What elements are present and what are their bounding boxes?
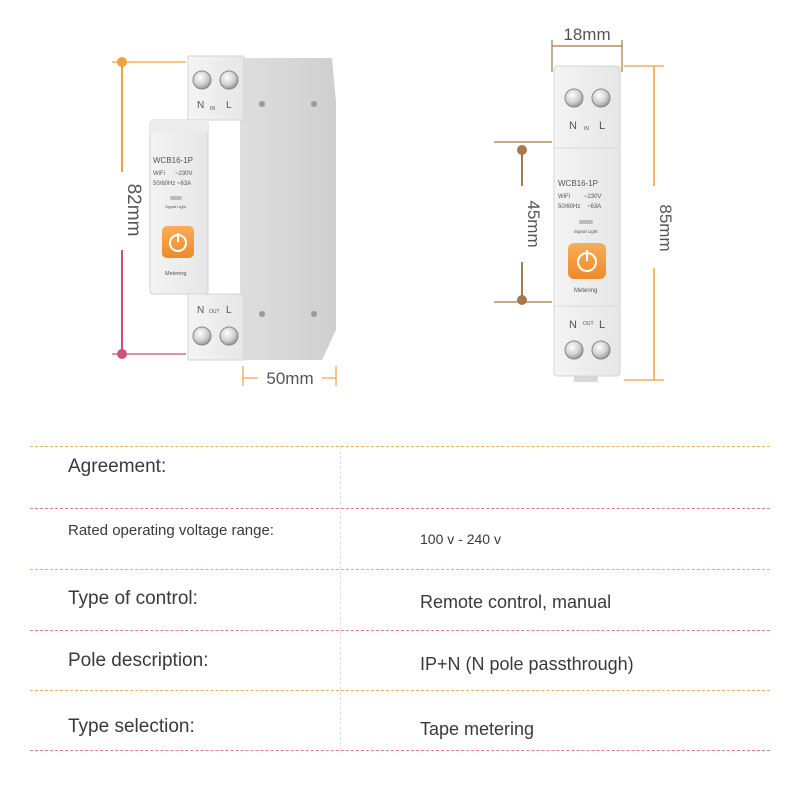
screw-icon	[591, 88, 611, 108]
device-left-bottom-block	[187, 293, 245, 361]
dimension-width-right: 18mm	[551, 25, 623, 72]
screw-icon	[192, 326, 212, 346]
signal-light-icon	[579, 220, 593, 224]
device-voltage: ~230V	[175, 171, 193, 177]
spec-value-pole: IP+N (N pole passthrough)	[420, 654, 634, 674]
svg-text:N: N	[197, 305, 204, 316]
table-rule	[30, 508, 770, 509]
product-diagram: N IN L WCB16-1P WiFi ~230V 50/60Hz ~63A …	[112, 25, 675, 388]
dimension-height-left: 82mm	[112, 57, 186, 359]
svg-text:N: N	[569, 319, 577, 331]
table-rule	[30, 446, 770, 447]
screw-icon	[591, 340, 611, 360]
svg-text:WiFi: WiFi	[558, 194, 570, 200]
device-left: N IN L WCB16-1P WiFi ~230V 50/60Hz ~63A …	[149, 55, 336, 361]
svg-text:~230V: ~230V	[584, 194, 602, 200]
device-left-side	[240, 58, 336, 360]
signal-light-icon	[170, 196, 182, 200]
screw-icon	[219, 70, 239, 90]
svg-text:OUT: OUT	[209, 309, 220, 315]
spec-value-control: Remote control, manual	[420, 592, 612, 612]
svg-text:Metering: Metering	[574, 288, 597, 294]
table-column-divider	[340, 446, 341, 750]
height-right-label: 85mm	[656, 204, 675, 251]
terminal-in-label: IN	[210, 106, 215, 112]
device-right: N IN L WCB16-1P WiFi ~230V 50/60Hz ~63A …	[553, 65, 621, 382]
svg-text:L: L	[599, 120, 605, 132]
svg-text:WCB16-1P: WCB16-1P	[558, 179, 598, 188]
spec-label-pole: Pole description:	[68, 650, 209, 671]
spec-label-agreement: Agreement:	[68, 456, 167, 477]
screw-icon	[192, 70, 212, 90]
svg-text:OUT: OUT	[583, 321, 594, 327]
device-wifi: WiFi	[153, 171, 165, 177]
svg-text:L: L	[226, 305, 232, 316]
dimension-module-height-right: 45mm	[494, 141, 552, 305]
device-frequency: 50/60Hz	[153, 181, 175, 187]
table-rule	[30, 690, 770, 691]
svg-text:IN: IN	[584, 126, 589, 132]
terminal-n-label: N	[197, 100, 204, 111]
dimension-height-right: 85mm	[624, 65, 675, 381]
screw-icon	[219, 326, 239, 346]
terminal-l-label: L	[226, 100, 232, 111]
module-height-right-label: 45mm	[524, 200, 543, 247]
width-left-label: 50mm	[266, 369, 313, 388]
spec-label-voltage: Rated operating voltage range:	[68, 522, 274, 539]
svg-text:Signal Light: Signal Light	[574, 229, 598, 234]
dimension-width-left: 50mm	[242, 366, 337, 388]
table-rule	[30, 569, 770, 570]
table-rule	[30, 630, 770, 631]
metering-label: Metering	[165, 271, 186, 277]
signal-light-label: Signal Light	[165, 204, 187, 209]
spec-value-voltage: 100 v - 240 v	[420, 531, 501, 547]
device-model: WCB16-1P	[153, 156, 193, 165]
height-left-label: 82mm	[123, 184, 144, 237]
svg-text:50/60Hz: 50/60Hz	[558, 204, 580, 210]
svg-text:N: N	[569, 120, 577, 132]
spec-value-type: Tape metering	[420, 719, 535, 739]
screw-icon	[564, 88, 584, 108]
spec-label-type: Type selection:	[68, 716, 195, 737]
width-right-label: 18mm	[563, 25, 610, 44]
svg-text:~63A: ~63A	[587, 204, 601, 210]
screw-icon	[564, 340, 584, 360]
spec-label-control: Type of control:	[68, 588, 198, 609]
device-current: ~63A	[177, 181, 191, 187]
svg-text:L: L	[599, 319, 605, 331]
table-rule	[30, 750, 770, 751]
